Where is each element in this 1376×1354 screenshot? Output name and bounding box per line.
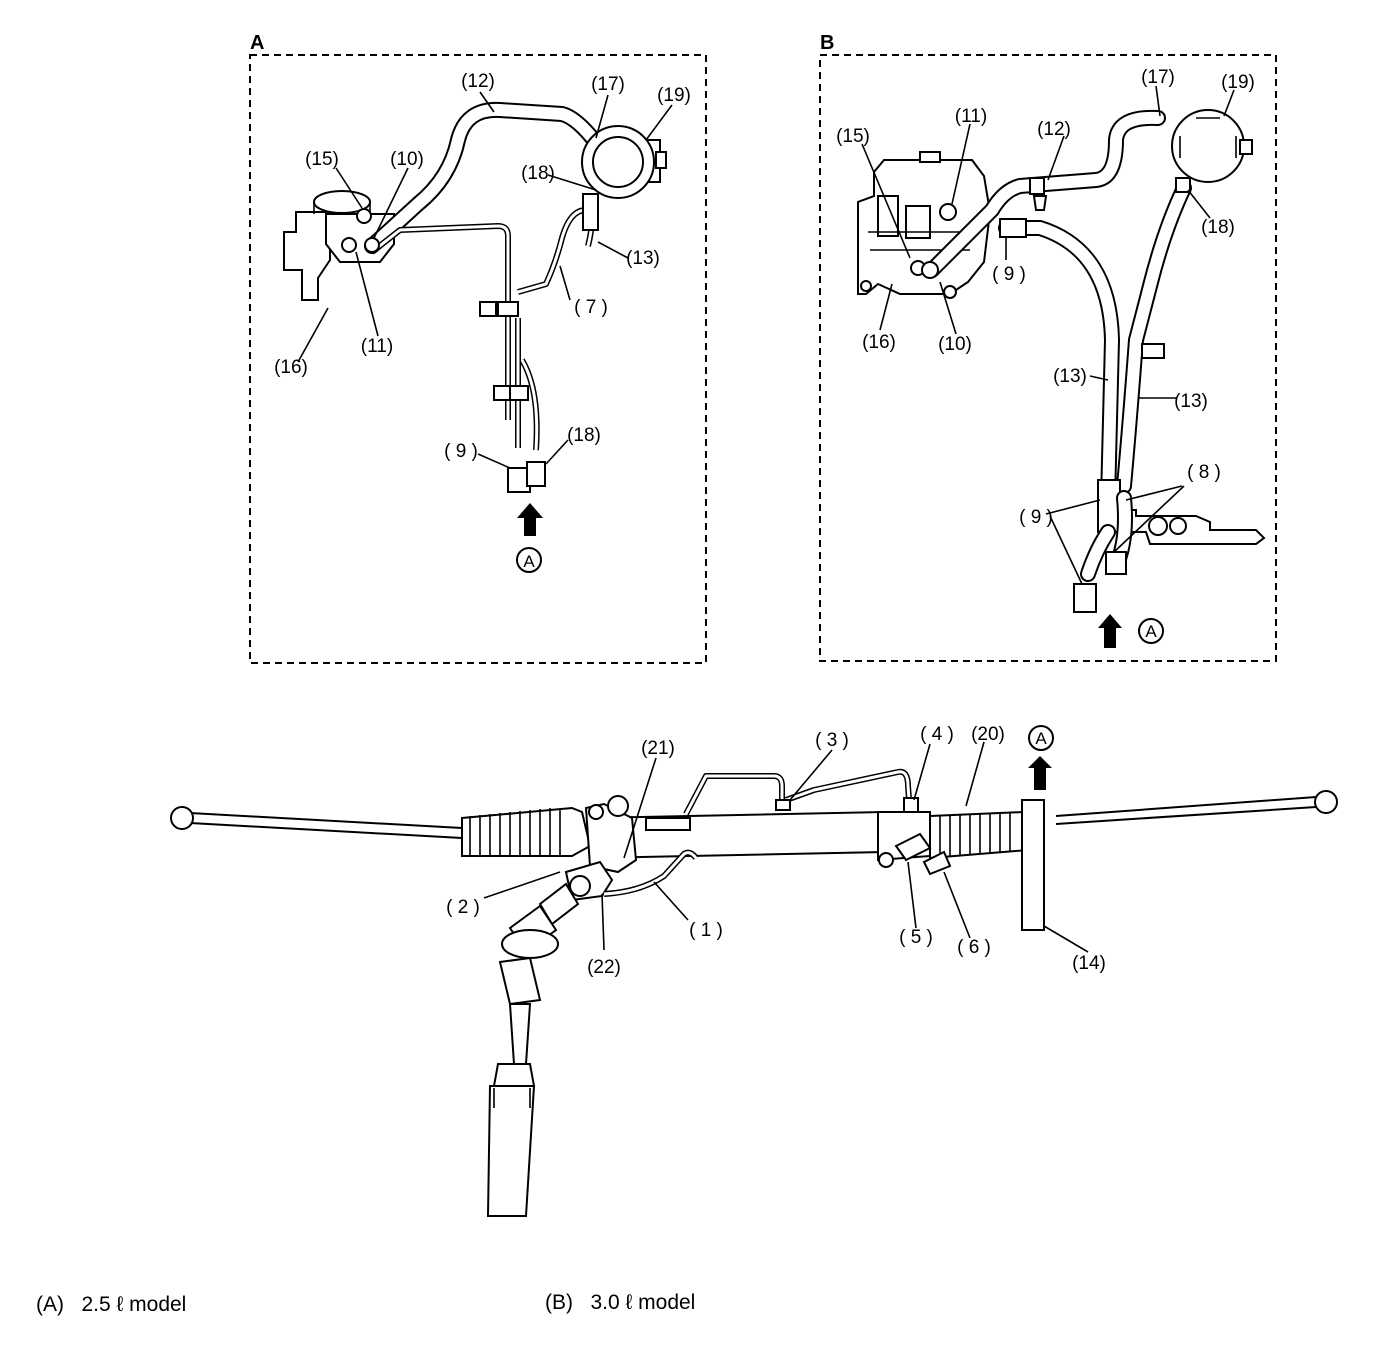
svg-text:A: A [1035, 729, 1047, 748]
callout-9-a: ( 9 ) [444, 441, 478, 462]
panel-a-title: A [250, 32, 264, 54]
callout-18-a-top: (18) [521, 163, 555, 184]
fitting-11-b [939, 203, 957, 221]
clamp-12-b [1029, 177, 1045, 195]
svg-text:A: A [1145, 622, 1157, 641]
boot-left [461, 806, 592, 857]
flow-arrow-b [1098, 614, 1122, 648]
clamp-13-b [1141, 343, 1165, 359]
fitting-15-a [356, 208, 372, 224]
callout-15-b: (15) [836, 126, 870, 147]
arrow-mark-b [1138, 618, 1164, 644]
legend-b: (B) 3.0 ℓ model [545, 1291, 695, 1314]
reservoir-a [581, 125, 667, 231]
callout-10-a: (10) [390, 149, 424, 170]
callout-18-a-bot: (18) [567, 425, 601, 446]
flow-arrow-a [517, 503, 543, 536]
callout-1: ( 1 ) [689, 920, 723, 941]
callout-8-b: ( 8 ) [1187, 462, 1221, 483]
pump-body-b [857, 151, 992, 299]
callout-4: ( 4 ) [920, 724, 954, 745]
tie-rod-end-left [170, 806, 194, 830]
clamp-a-1 [479, 301, 497, 317]
callout-11-b: (11) [955, 106, 987, 127]
callout-19-b: (19) [1221, 72, 1255, 93]
panel-b-frame [819, 54, 1277, 662]
mount-bracket-14 [1021, 799, 1045, 931]
callout-11-a: (11) [361, 336, 393, 357]
arrow-mark-a [516, 547, 542, 573]
fitting-8-b [1105, 551, 1127, 575]
gearbox-main: A (21) ( 3 ) ( 4 ) (20) ( 2 ) ( 1 ) (22)… [170, 724, 1338, 1217]
callout-6: ( 6 ) [957, 937, 991, 958]
callout-18-b: (18) [1201, 217, 1235, 238]
fitting-10-b [921, 261, 939, 279]
reservoir-b [1171, 109, 1253, 193]
callout-20: (20) [971, 724, 1005, 745]
callout-12-a: (12) [461, 71, 495, 92]
callout-15-a: (15) [305, 149, 339, 170]
callout-13-b-right: (13) [1174, 391, 1208, 412]
legend-a: (A) 2.5 ℓ model [36, 1293, 186, 1316]
panel-a: A [249, 32, 707, 664]
callout-9-b-top: ( 9 ) [992, 264, 1026, 285]
callout-3: ( 3 ) [815, 730, 849, 751]
clamp-a-2 [493, 385, 511, 401]
steering-shaft [486, 860, 614, 1217]
fitting-10-a [364, 237, 380, 253]
callout-13-b-left: (13) [1053, 366, 1087, 387]
callout-2: ( 2 ) [446, 897, 480, 918]
fitting-6 [922, 850, 952, 876]
fitting-9-b [1073, 583, 1097, 613]
callout-22: (22) [587, 957, 621, 978]
fitting-5 [894, 832, 932, 862]
pipe-fitting-4 [903, 797, 919, 813]
fitting-18-a [526, 461, 546, 487]
flow-arrow-main [1028, 756, 1052, 790]
panel-a-frame [249, 54, 707, 664]
callout-17-a: (17) [591, 74, 625, 95]
panel-b-title: B [820, 32, 834, 54]
callout-5: ( 5 ) [899, 927, 933, 948]
callout-16-a: (16) [274, 357, 308, 378]
callout-7-a: ( 7 ) [574, 297, 608, 318]
callout-10-b: (10) [938, 334, 972, 355]
pipe-fitting-3 [775, 799, 791, 811]
callout-17-b: (17) [1141, 67, 1175, 88]
callout-12-b: (12) [1037, 119, 1071, 140]
fitting-11-a [341, 237, 357, 253]
callout-9-b-bot: ( 9 ) [1019, 507, 1053, 528]
arrow-mark-main [1028, 725, 1054, 751]
tie-rod-end-right [1314, 790, 1338, 814]
callout-13-a: (13) [626, 248, 660, 269]
svg-text:A: A [523, 552, 535, 571]
callout-21: (21) [641, 738, 675, 759]
panel-b: B [819, 32, 1277, 662]
callout-14: (14) [1072, 953, 1106, 974]
callout-16-b: (16) [862, 332, 896, 353]
callout-19-a: (19) [657, 85, 691, 106]
